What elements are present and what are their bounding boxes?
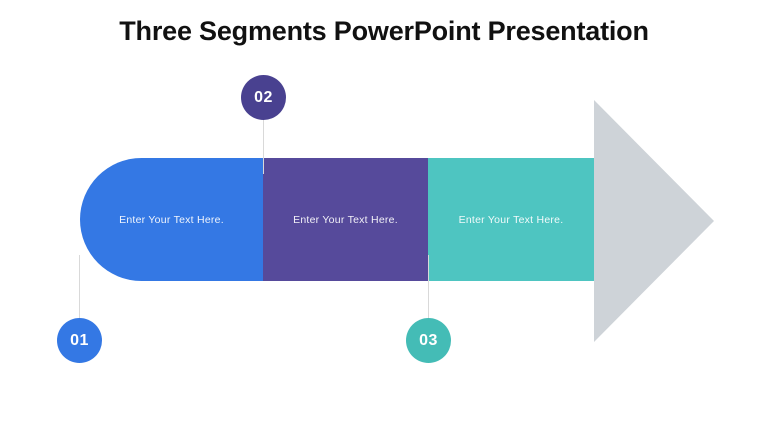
marker-badge-02-label: 02 [254, 88, 273, 106]
marker-badge-03[interactable]: 03 [406, 318, 451, 363]
connector-line-03 [428, 255, 429, 325]
page-title: Three Segments PowerPoint Presentation [119, 16, 649, 46]
segment-01-label: Enter Your Text Here. [119, 213, 224, 226]
segment-02[interactable]: Enter Your Text Here. [263, 158, 428, 281]
connector-line-02 [263, 112, 264, 174]
marker-badge-02[interactable]: 02 [241, 75, 286, 120]
segment-03-label: Enter Your Text Here. [458, 213, 564, 226]
connector-line-01 [79, 255, 80, 325]
segment-01[interactable]: Enter Your Text Here. [80, 158, 263, 281]
arrow-head-shape [594, 100, 714, 342]
marker-badge-01-label: 01 [70, 331, 89, 349]
marker-badge-03-label: 03 [419, 331, 438, 349]
segmented-arrow-bar: Enter Your Text Here. Enter Your Text He… [80, 158, 594, 281]
segment-02-label: Enter Your Text Here. [293, 213, 398, 226]
segment-03[interactable]: Enter Your Text Here. [428, 158, 594, 281]
marker-badge-01[interactable]: 01 [57, 318, 102, 363]
